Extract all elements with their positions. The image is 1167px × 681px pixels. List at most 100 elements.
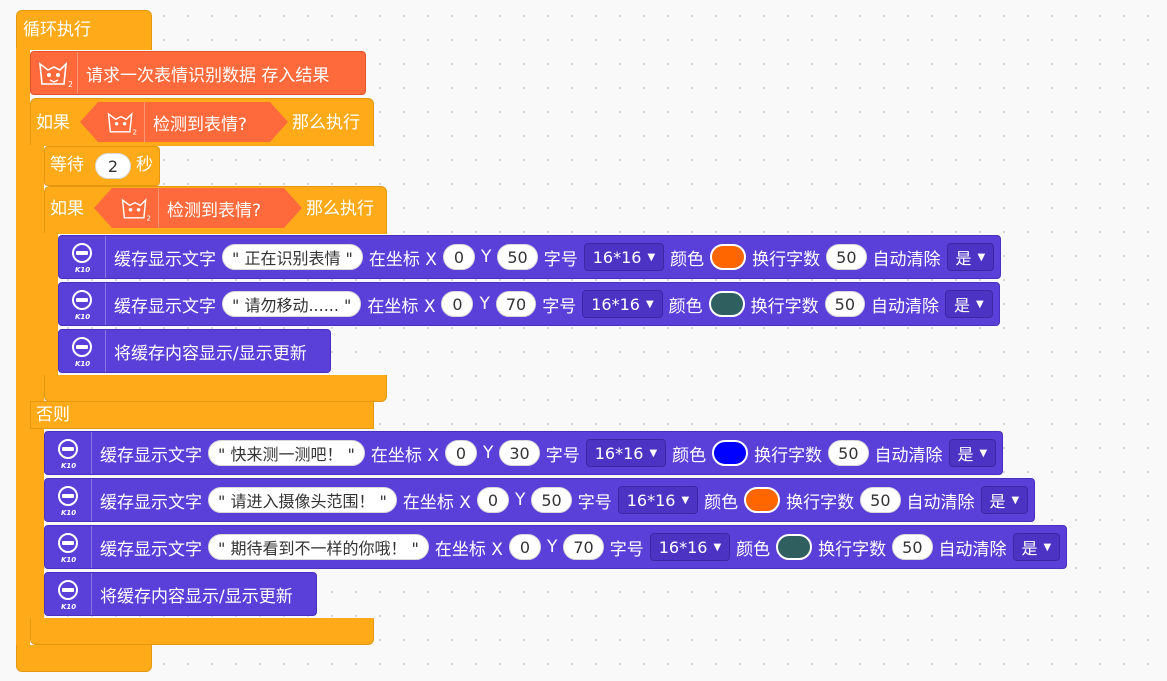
refresh-display-block-else[interactable]: K10 将缓存内容显示/显示更新	[44, 572, 317, 616]
y-label: Y	[482, 443, 494, 463]
auto-clear-label: 自动清除	[872, 249, 941, 270]
loop-block[interactable]	[16, 10, 152, 50]
inner-condition-text: 检测到表情?	[167, 200, 262, 221]
if-else-arm	[30, 145, 44, 631]
wait-label: 等待	[50, 155, 84, 175]
y-label: Y	[479, 294, 490, 314]
font-size-dropdown[interactable]: 16*16▼	[585, 439, 667, 467]
refresh-text: 将缓存内容显示/显示更新	[100, 586, 293, 607]
svg-text:K10: K10	[61, 462, 76, 470]
auto-clear-dropdown[interactable]: 是▼	[946, 243, 995, 271]
color-swatch[interactable]	[776, 534, 813, 560]
text-string-input[interactable]: " 期待看到不一样的你哦！ "	[208, 534, 429, 560]
inner-if-arm	[44, 233, 58, 378]
y-label: Y	[514, 490, 526, 510]
inner-then-label: 那么执行	[306, 199, 374, 219]
color-swatch[interactable]	[712, 440, 749, 466]
color-label: 颜色	[736, 539, 771, 560]
wait-seconds-input[interactable]: 2	[95, 153, 131, 179]
wrap-label: 换行字数	[786, 492, 855, 513]
text-string-input[interactable]: " 正在识别表情 "	[222, 244, 363, 270]
show-text-label: 缓存显示文字	[100, 445, 202, 466]
condition-text: 检测到表情?	[153, 114, 248, 135]
svg-text:K10: K10	[61, 603, 76, 611]
chevron-down-icon: ▼	[647, 251, 656, 263]
k10-board-icon: K10	[59, 330, 106, 372]
color-swatch[interactable]	[744, 487, 781, 513]
wrap-count-input[interactable]: 50	[860, 487, 901, 513]
at-x-label: 在坐标 X	[434, 539, 503, 560]
inner-if-foot	[44, 375, 387, 402]
auto-clear-dropdown[interactable]: 是▼	[980, 486, 1029, 514]
y-label: Y	[546, 537, 558, 557]
loop-block-arm	[16, 48, 30, 648]
wrap-label: 换行字数	[754, 445, 823, 466]
font-size-dropdown[interactable]: 16*16▼	[582, 290, 663, 318]
wrap-count-input[interactable]: 50	[824, 291, 866, 317]
wrap-count-input[interactable]: 50	[826, 244, 867, 270]
chevron-down-icon: ▼	[1011, 494, 1020, 506]
refresh-display-block[interactable]: K10 将缓存内容显示/显示更新	[58, 329, 331, 373]
if-else-foot	[30, 618, 374, 645]
x-input[interactable]: 0	[508, 534, 541, 560]
color-swatch[interactable]	[710, 244, 747, 270]
loop-block-foot	[16, 645, 152, 672]
y-label: Y	[480, 247, 492, 267]
chevron-down-icon: ▼	[977, 251, 986, 263]
color-swatch[interactable]	[708, 291, 745, 317]
chevron-down-icon: ▼	[645, 298, 654, 310]
refresh-text: 将缓存内容显示/显示更新	[114, 343, 307, 364]
request-emotion-block[interactable]: 2 请求一次表情识别数据 存入结果	[30, 51, 366, 95]
k10-board-icon: K10	[45, 526, 92, 568]
k10-board-icon: K10	[59, 283, 106, 325]
auto-clear-dropdown[interactable]: 是▼	[1012, 533, 1061, 561]
wrap-count-input[interactable]: 50	[828, 440, 869, 466]
y-input[interactable]: 50	[531, 487, 572, 513]
font-size-label: 字号	[545, 445, 580, 466]
x-input[interactable]: 0	[444, 440, 477, 466]
wrap-count-input[interactable]: 50	[892, 534, 933, 560]
text-string-input[interactable]: " 快来测一测吧！ "	[208, 440, 365, 466]
chevron-down-icon: ▼	[1043, 541, 1052, 553]
font-size-dropdown[interactable]: 16*16▼	[583, 243, 665, 271]
svg-text:K10: K10	[61, 556, 76, 564]
show-text-label: 缓存显示文字	[100, 539, 202, 560]
auto-clear-dropdown[interactable]: 是▼	[948, 439, 997, 467]
y-input[interactable]: 30	[499, 440, 540, 466]
wait-unit: 秒	[136, 155, 153, 175]
auto-clear-label: 自动清除	[906, 492, 975, 513]
font-size-dropdown[interactable]: 16*16▼	[617, 486, 699, 514]
auto-clear-dropdown[interactable]: 是▼	[945, 290, 993, 318]
wrap-label: 换行字数	[818, 539, 887, 560]
y-input[interactable]: 70	[495, 291, 537, 317]
x-input[interactable]: 0	[441, 291, 474, 317]
x-input[interactable]: 0	[476, 487, 509, 513]
chevron-down-icon: ▼	[681, 494, 690, 506]
text-string-input[interactable]: " 请进入摄像头范围！ "	[208, 487, 397, 513]
color-label: 颜色	[668, 296, 703, 317]
color-label: 颜色	[672, 445, 707, 466]
chevron-down-icon: ▼	[713, 541, 722, 553]
inner-detect-emotion-condition[interactable]: 2 检测到表情?	[94, 188, 302, 228]
y-input[interactable]: 70	[563, 534, 604, 560]
at-x-label: 在坐标 X	[370, 445, 439, 466]
text-string-input[interactable]: " 请勿移动...... "	[222, 291, 362, 317]
else-label: 否则	[36, 405, 70, 425]
k10-board-icon: K10	[59, 236, 106, 278]
k10-board-icon: K10	[45, 479, 92, 521]
auto-clear-label: 自动清除	[871, 296, 940, 317]
svg-text:2: 2	[133, 127, 137, 136]
loop-label: 循环执行	[23, 20, 91, 40]
font-size-label: 字号	[609, 539, 644, 560]
font-size-label: 字号	[577, 492, 612, 513]
y-input[interactable]: 50	[497, 244, 538, 270]
font-size-dropdown[interactable]: 16*16▼	[649, 533, 731, 561]
x-input[interactable]: 0	[442, 244, 475, 270]
detect-emotion-condition[interactable]: 2 检测到表情?	[80, 102, 288, 142]
font-size-label: 字号	[543, 249, 578, 270]
